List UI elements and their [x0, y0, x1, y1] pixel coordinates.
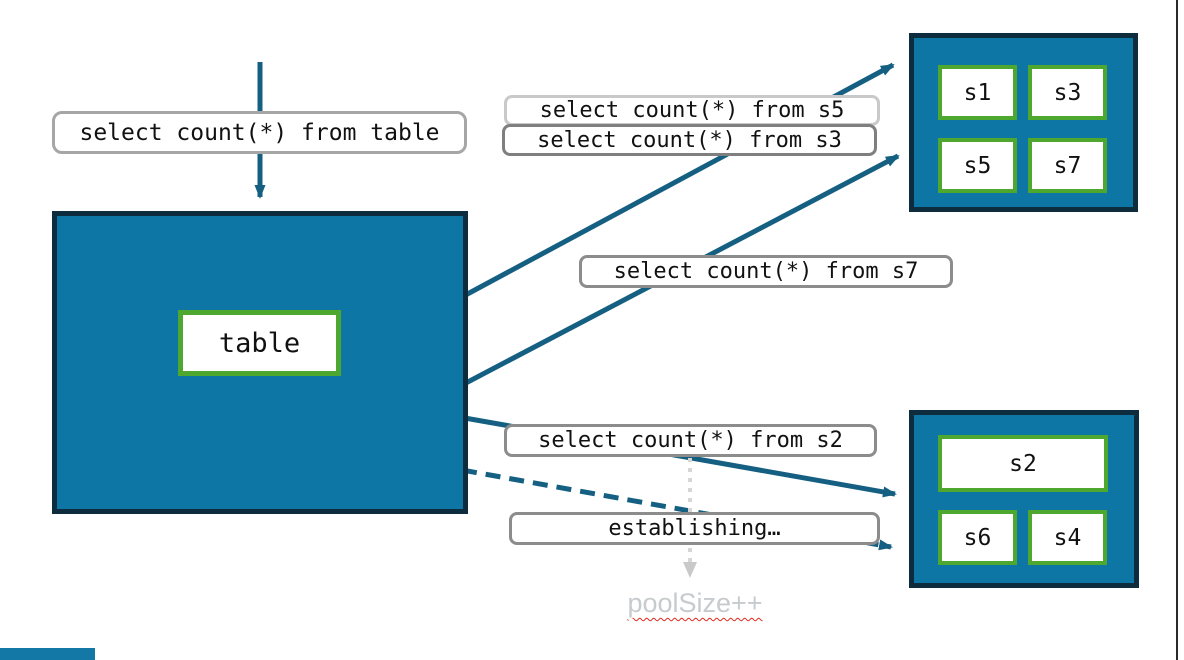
shard-cell-s6: s6 [938, 510, 1017, 565]
establishing-label: establishing… [509, 512, 880, 545]
query-label-s2-text: select count(*) from s2 [538, 428, 843, 453]
query-label-s7: select count(*) from s7 [579, 255, 953, 288]
query-label-s7-text: select count(*) from s7 [613, 259, 919, 284]
shard-cell-s7-label: s7 [1053, 152, 1082, 179]
query-label-s2: select count(*) from s2 [504, 424, 877, 457]
table-group-box: table [52, 211, 468, 514]
shard-cell-s1-label: s1 [963, 79, 992, 106]
shard-group-bottom: s2 s6 s4 [909, 410, 1139, 588]
shard-cell-s4-label: s4 [1053, 524, 1082, 551]
query-label-s3-text: select count(*) from s3 [537, 127, 842, 153]
table-cell-label: table [218, 327, 301, 359]
establishing-label-text: establishing… [608, 516, 781, 541]
shard-cell-s2-label: s2 [1009, 450, 1037, 477]
shard-cell-s5: s5 [938, 138, 1017, 193]
slide-edge-line [1176, 0, 1178, 660]
shard-cell-s7: s7 [1028, 138, 1107, 193]
shard-cell-s3: s3 [1028, 65, 1107, 120]
shard-cell-s3-label: s3 [1053, 79, 1082, 106]
shard-cell-s6-label: s6 [963, 524, 992, 551]
shard-cell-s5-label: s5 [963, 152, 992, 179]
query-label-s3: select count(*) from s3 [502, 124, 877, 156]
query-label-s5: select count(*) from s5 [504, 95, 880, 126]
shard-cell-s4: s4 [1028, 510, 1107, 565]
query-label-table-text: select count(*) from table [79, 119, 440, 146]
shard-group-top: s1 s3 s5 s7 [909, 33, 1138, 212]
query-label-table: select count(*) from table [52, 111, 467, 154]
bottom-left-accent-bar [0, 648, 95, 660]
pool-size-text: poolSize++ [627, 588, 763, 618]
shard-cell-s1: s1 [938, 65, 1017, 120]
shard-cell-s2: s2 [938, 435, 1108, 492]
pool-size-label: poolSize++ [597, 588, 793, 619]
table-cell: table [178, 310, 341, 376]
query-label-s5-text: select count(*) from s5 [539, 98, 845, 123]
